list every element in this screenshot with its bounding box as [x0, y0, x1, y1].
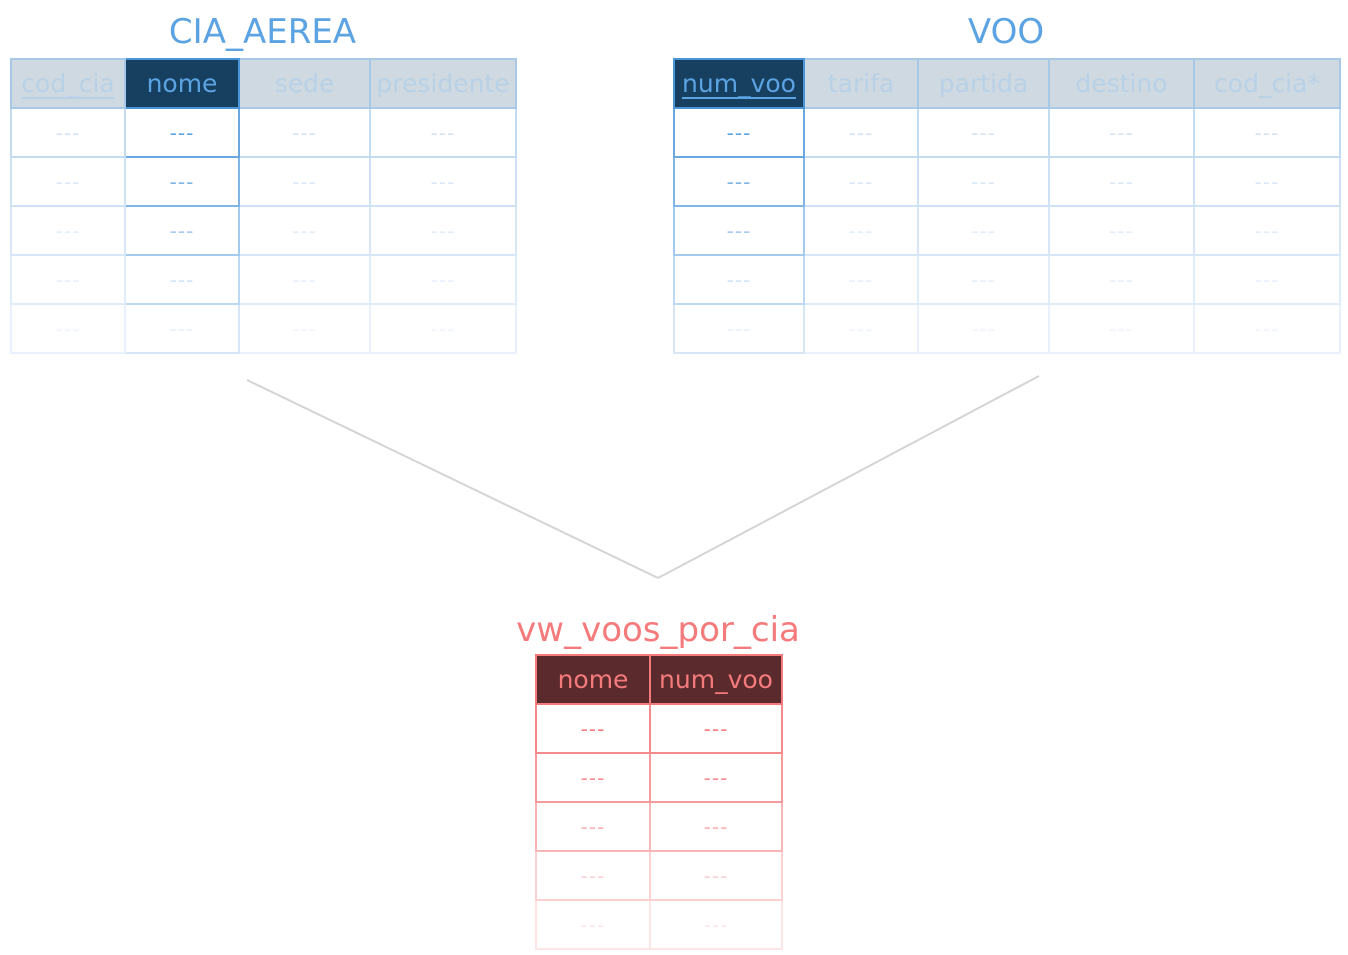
table-cell: --- — [238, 303, 371, 354]
table-cell: --- — [10, 303, 126, 354]
column-header-num-voo[interactable]: num_voo — [673, 58, 805, 109]
table-cell-selected: --- — [673, 205, 805, 256]
table-cell: --- — [535, 801, 651, 852]
table-cell: --- — [238, 254, 371, 305]
table-cell: --- — [10, 156, 126, 207]
table-row: --- --- --- --- --- — [673, 156, 1341, 207]
table-row: --- --- — [535, 752, 783, 803]
table-cell: --- — [369, 254, 517, 305]
column-header-cod-cia-fk[interactable]: cod_cia* — [1193, 58, 1341, 109]
table-cell: --- — [238, 107, 371, 158]
table-view-voos-por-cia: nome num_voo --- --- --- --- --- --- ---… — [535, 654, 783, 950]
table-row: --- --- — [535, 801, 783, 852]
column-header-nome[interactable]: nome — [124, 58, 240, 109]
column-header-cod-cia[interactable]: cod_cia — [10, 58, 126, 109]
table-cell: --- — [238, 205, 371, 256]
table-row: --- --- — [535, 850, 783, 901]
table-row: --- --- --- --- --- — [673, 303, 1341, 354]
table-cell: --- — [917, 156, 1050, 207]
table-cell-selected: --- — [673, 107, 805, 158]
table-cell: --- — [10, 205, 126, 256]
table-row: --- --- — [535, 899, 783, 950]
table-cell: --- — [535, 703, 651, 754]
table-cell: --- — [369, 205, 517, 256]
table-cell: --- — [10, 107, 126, 158]
table-cell: --- — [917, 107, 1050, 158]
table-cell: --- — [649, 899, 783, 950]
table-cell: --- — [649, 752, 783, 803]
table-cell: --- — [1193, 303, 1341, 354]
table-row: --- --- --- --- — [10, 107, 517, 158]
column-header-num-voo[interactable]: num_voo — [649, 654, 783, 705]
table-cell: --- — [1193, 156, 1341, 207]
table-voo: num_voo tarifa partida destino cod_cia* … — [673, 58, 1341, 354]
table-header-row: num_voo tarifa partida destino cod_cia* — [673, 58, 1341, 109]
table-cell: --- — [649, 703, 783, 754]
table-row: --- --- --- --- --- — [673, 254, 1341, 305]
table-row: --- --- --- --- — [10, 303, 517, 354]
table-cell: --- — [535, 899, 651, 950]
table-cell-selected: --- — [124, 107, 240, 158]
table-cell: --- — [1193, 107, 1341, 158]
table-cell: --- — [649, 850, 783, 901]
table-header-row: nome num_voo — [535, 654, 783, 705]
table-cell: --- — [1193, 205, 1341, 256]
column-header-sede[interactable]: sede — [238, 58, 371, 109]
table-cell: --- — [803, 303, 919, 354]
table-cell: --- — [1048, 107, 1195, 158]
table-cell: --- — [803, 107, 919, 158]
table-cell: --- — [369, 107, 517, 158]
table-cell-selected: --- — [124, 254, 240, 305]
table-cell: --- — [917, 254, 1050, 305]
table-cell: --- — [917, 205, 1050, 256]
table-cell: --- — [917, 303, 1050, 354]
table-title-cia-aerea: CIA_AEREA — [168, 12, 357, 52]
table-cell: --- — [649, 801, 783, 852]
table-cell: --- — [369, 156, 517, 207]
table-cell: --- — [1048, 254, 1195, 305]
view-title: vw_voos_por_cia — [516, 610, 800, 650]
table-cell-selected: --- — [124, 156, 240, 207]
table-cell: --- — [369, 303, 517, 354]
table-cell: --- — [238, 156, 371, 207]
table-cell: --- — [535, 850, 651, 901]
table-row: --- --- --- --- — [10, 205, 517, 256]
table-cell: --- — [803, 156, 919, 207]
table-cell-selected: --- — [673, 303, 805, 354]
table-row: --- --- --- --- --- — [673, 107, 1341, 158]
table-cell: --- — [1048, 205, 1195, 256]
table-header-row: cod_cia nome sede presidente — [10, 58, 517, 109]
table-title-voo: VOO — [967, 12, 1045, 52]
table-row: --- --- --- --- --- — [673, 205, 1341, 256]
table-cell-selected: --- — [673, 156, 805, 207]
column-header-tarifa[interactable]: tarifa — [803, 58, 919, 109]
table-cell: --- — [803, 254, 919, 305]
table-cell: --- — [10, 254, 126, 305]
column-header-nome[interactable]: nome — [535, 654, 651, 705]
table-cell-selected: --- — [673, 254, 805, 305]
column-header-partida[interactable]: partida — [917, 58, 1050, 109]
table-cell: --- — [803, 205, 919, 256]
column-header-destino[interactable]: destino — [1048, 58, 1195, 109]
table-row: --- --- — [535, 703, 783, 754]
connector-line-cia-aerea — [246, 379, 659, 579]
table-cell: --- — [1193, 254, 1341, 305]
table-cia-aerea: cod_cia nome sede presidente --- --- ---… — [10, 58, 517, 354]
table-cell: --- — [1048, 156, 1195, 207]
table-cell: --- — [535, 752, 651, 803]
table-row: --- --- --- --- — [10, 156, 517, 207]
connector-line-voo — [657, 375, 1040, 579]
column-header-presidente[interactable]: presidente — [369, 58, 517, 109]
table-cell: --- — [1048, 303, 1195, 354]
table-row: --- --- --- --- — [10, 254, 517, 305]
table-cell-selected: --- — [124, 205, 240, 256]
table-cell-selected: --- — [124, 303, 240, 354]
